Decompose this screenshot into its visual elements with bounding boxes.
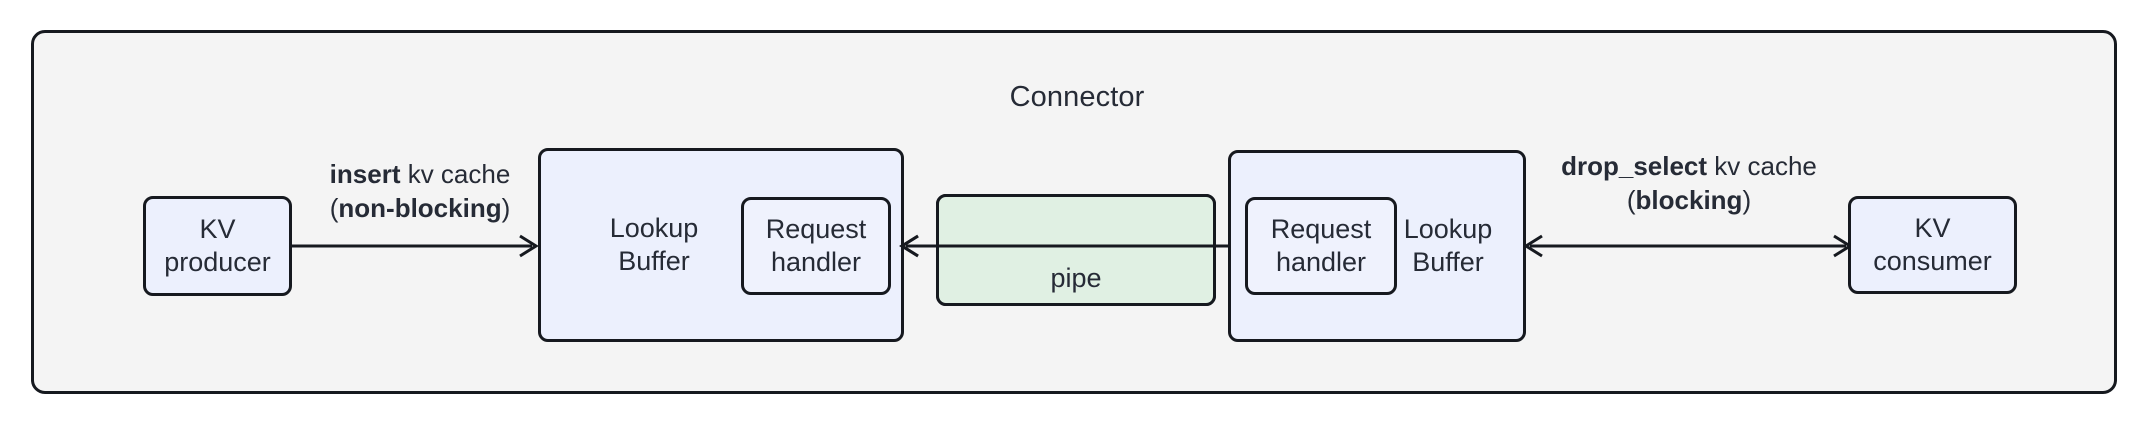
kv-consumer-node: KV consumer [1848,196,2017,294]
connector-title: Connector [1009,81,1145,113]
drop-select-edge-label-line2: (blocking) [1530,184,1848,218]
kv-producer-node: KV producer [143,196,292,296]
lookup-buffer-right-node: Request handler Lookup Buffer [1228,150,1526,342]
drop-select-edge-label-line1: drop_select kv cache [1530,150,1848,184]
insert-edge-label: insert kv cache (non-blocking) [296,158,544,226]
insert-rest: kv cache [400,159,511,189]
insert-mode: non-blocking [338,192,502,223]
insert-edge-label-line1: insert kv cache [296,158,544,192]
request-handler-right-node: Request handler [1245,197,1397,295]
drop-select-rest: kv cache [1707,151,1817,181]
request-handler-left-node: Request handler [741,197,891,295]
drop-select-edge-label: drop_select kv cache (blocking) [1530,150,1848,218]
pipe-label: pipe [1050,262,1102,293]
kv-consumer-label: KV consumer [1873,213,1992,276]
insert-paren-close: ) [501,192,511,223]
pipe-node-body [936,194,1216,306]
lookup-buffer-left-node: Lookup Buffer Request handler [538,148,904,342]
pipe-label-wrap: pipe [936,250,1216,306]
lookup-buffer-left-label: Lookup Buffer [609,213,699,276]
kv-producer-label: KV producer [164,214,271,277]
insert-edge-label-line2: (non-blocking) [296,192,544,226]
insert-paren-open: ( [329,192,339,223]
insert-keyword: insert [329,159,401,189]
lookup-buffer-right-label: Lookup Buffer [1403,214,1493,277]
drop-select-keyword: drop_select [1561,151,1708,181]
drop-select-paren-close: ) [1742,184,1752,215]
drop-select-paren-open: ( [1626,184,1636,215]
drop-select-mode: blocking [1635,184,1743,215]
